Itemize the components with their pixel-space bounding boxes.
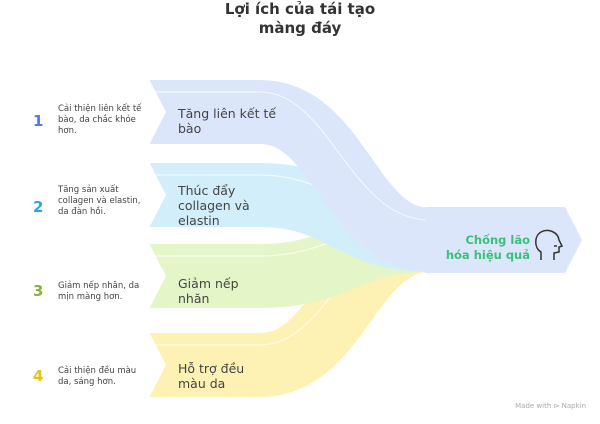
step-label: Hỗ trợ đều màu da	[178, 361, 245, 391]
step-number: 2	[33, 198, 44, 216]
step-label: Giảm nếp nhăn	[178, 276, 239, 306]
step-label: Thúc đẩy collagen và elastin	[178, 183, 250, 228]
step-number: 3	[33, 282, 44, 300]
step-description: Cải thiện đều màu da, sáng hơn.	[58, 366, 137, 387]
outcome-label: Chống lão hóa hiệu quả	[445, 233, 530, 262]
step-description: Tăng sản xuất collagen và elastin, da đà…	[58, 185, 141, 217]
title-line: Lợi ích của tái tạo	[224, 0, 376, 18]
step-number: 1	[33, 112, 44, 130]
flow-band	[150, 80, 433, 272]
step-description: Giảm nếp nhăn, da mịn màng hơn.	[58, 281, 140, 302]
head-profile-icon	[535, 229, 564, 260]
step-number: 4	[33, 367, 44, 385]
step-description: Cải thiện liên kết tế bào, da chắc khỏe …	[58, 104, 142, 136]
band-notch	[149, 162, 166, 228]
band-notch	[149, 332, 166, 398]
step-label: Tăng liên kết tế bào	[178, 106, 277, 136]
brand-watermark: Made with ⊳ Napkin	[515, 402, 586, 410]
title-line: màng đáy	[258, 19, 342, 37]
band-notch	[149, 243, 166, 309]
band-notch	[149, 79, 166, 145]
outcome-arrow	[425, 207, 582, 273]
band-outline	[150, 91, 431, 221]
